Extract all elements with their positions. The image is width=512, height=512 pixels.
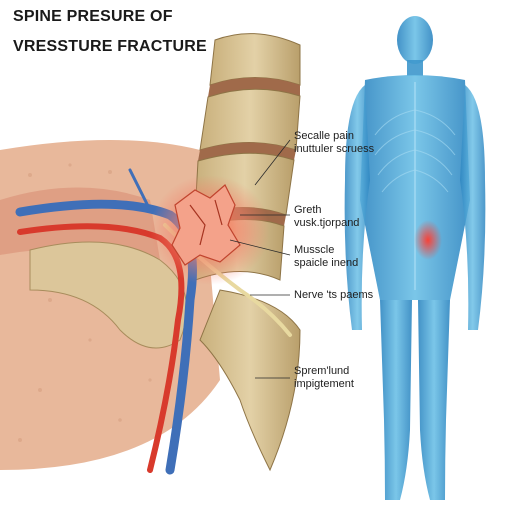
callout-impingement-line2: impigtement [294, 378, 354, 390]
pelvic-bone [199, 289, 301, 472]
fracture-fragments [171, 184, 241, 266]
body-arm-left [344, 85, 370, 330]
callout-impingement-line1: Sprem'lund [294, 365, 350, 377]
small-vessel [128, 168, 152, 212]
callout-nerve: Nerve 'ts paems [294, 289, 373, 302]
callout-muscle-line1: Musscle [294, 244, 335, 256]
body-pain-spot [414, 220, 442, 260]
body-leg-right [418, 300, 450, 500]
callout-nerve-line1: Nerve 'ts paems [294, 289, 374, 301]
callout-back-pain-line1: Secalle pain [294, 130, 354, 142]
body-head [397, 16, 433, 64]
disc-1 [208, 77, 300, 97]
body-leg-left [380, 300, 412, 500]
fracture-crack [189, 199, 223, 246]
body-neck [407, 60, 423, 76]
callout-muscle: Musscle spaicle inend [294, 244, 358, 270]
vertebra-2 [199, 88, 301, 151]
body-ribs [374, 109, 456, 193]
leader-lines [229, 139, 291, 379]
disc-2 [198, 142, 296, 161]
callout-impingement: Sprem'lund impigtement [294, 365, 354, 391]
diagram-title-line-2: VRESSTURE FRACTURE [13, 38, 207, 55]
human-body-figure [344, 16, 486, 500]
tissue-texture [18, 163, 152, 442]
vertebra-1 [209, 33, 301, 86]
diagram-title-line-1: SPINE PRESURE OF [13, 8, 173, 25]
callout-back-pain-line2: inuttuler scruess [294, 143, 375, 155]
callout-muscle-line2: spaicle inend [294, 257, 359, 269]
callout-back-pain: Secalle pain inuttuler scruess [294, 130, 374, 156]
callout-growth: Greth vusk.tjorpand [294, 204, 359, 230]
lamina-bone [29, 241, 188, 349]
callout-growth-line1: Greth [294, 204, 322, 216]
body-arm-right [460, 85, 486, 330]
callout-growth-line2: vusk.tjorpand [294, 217, 360, 229]
